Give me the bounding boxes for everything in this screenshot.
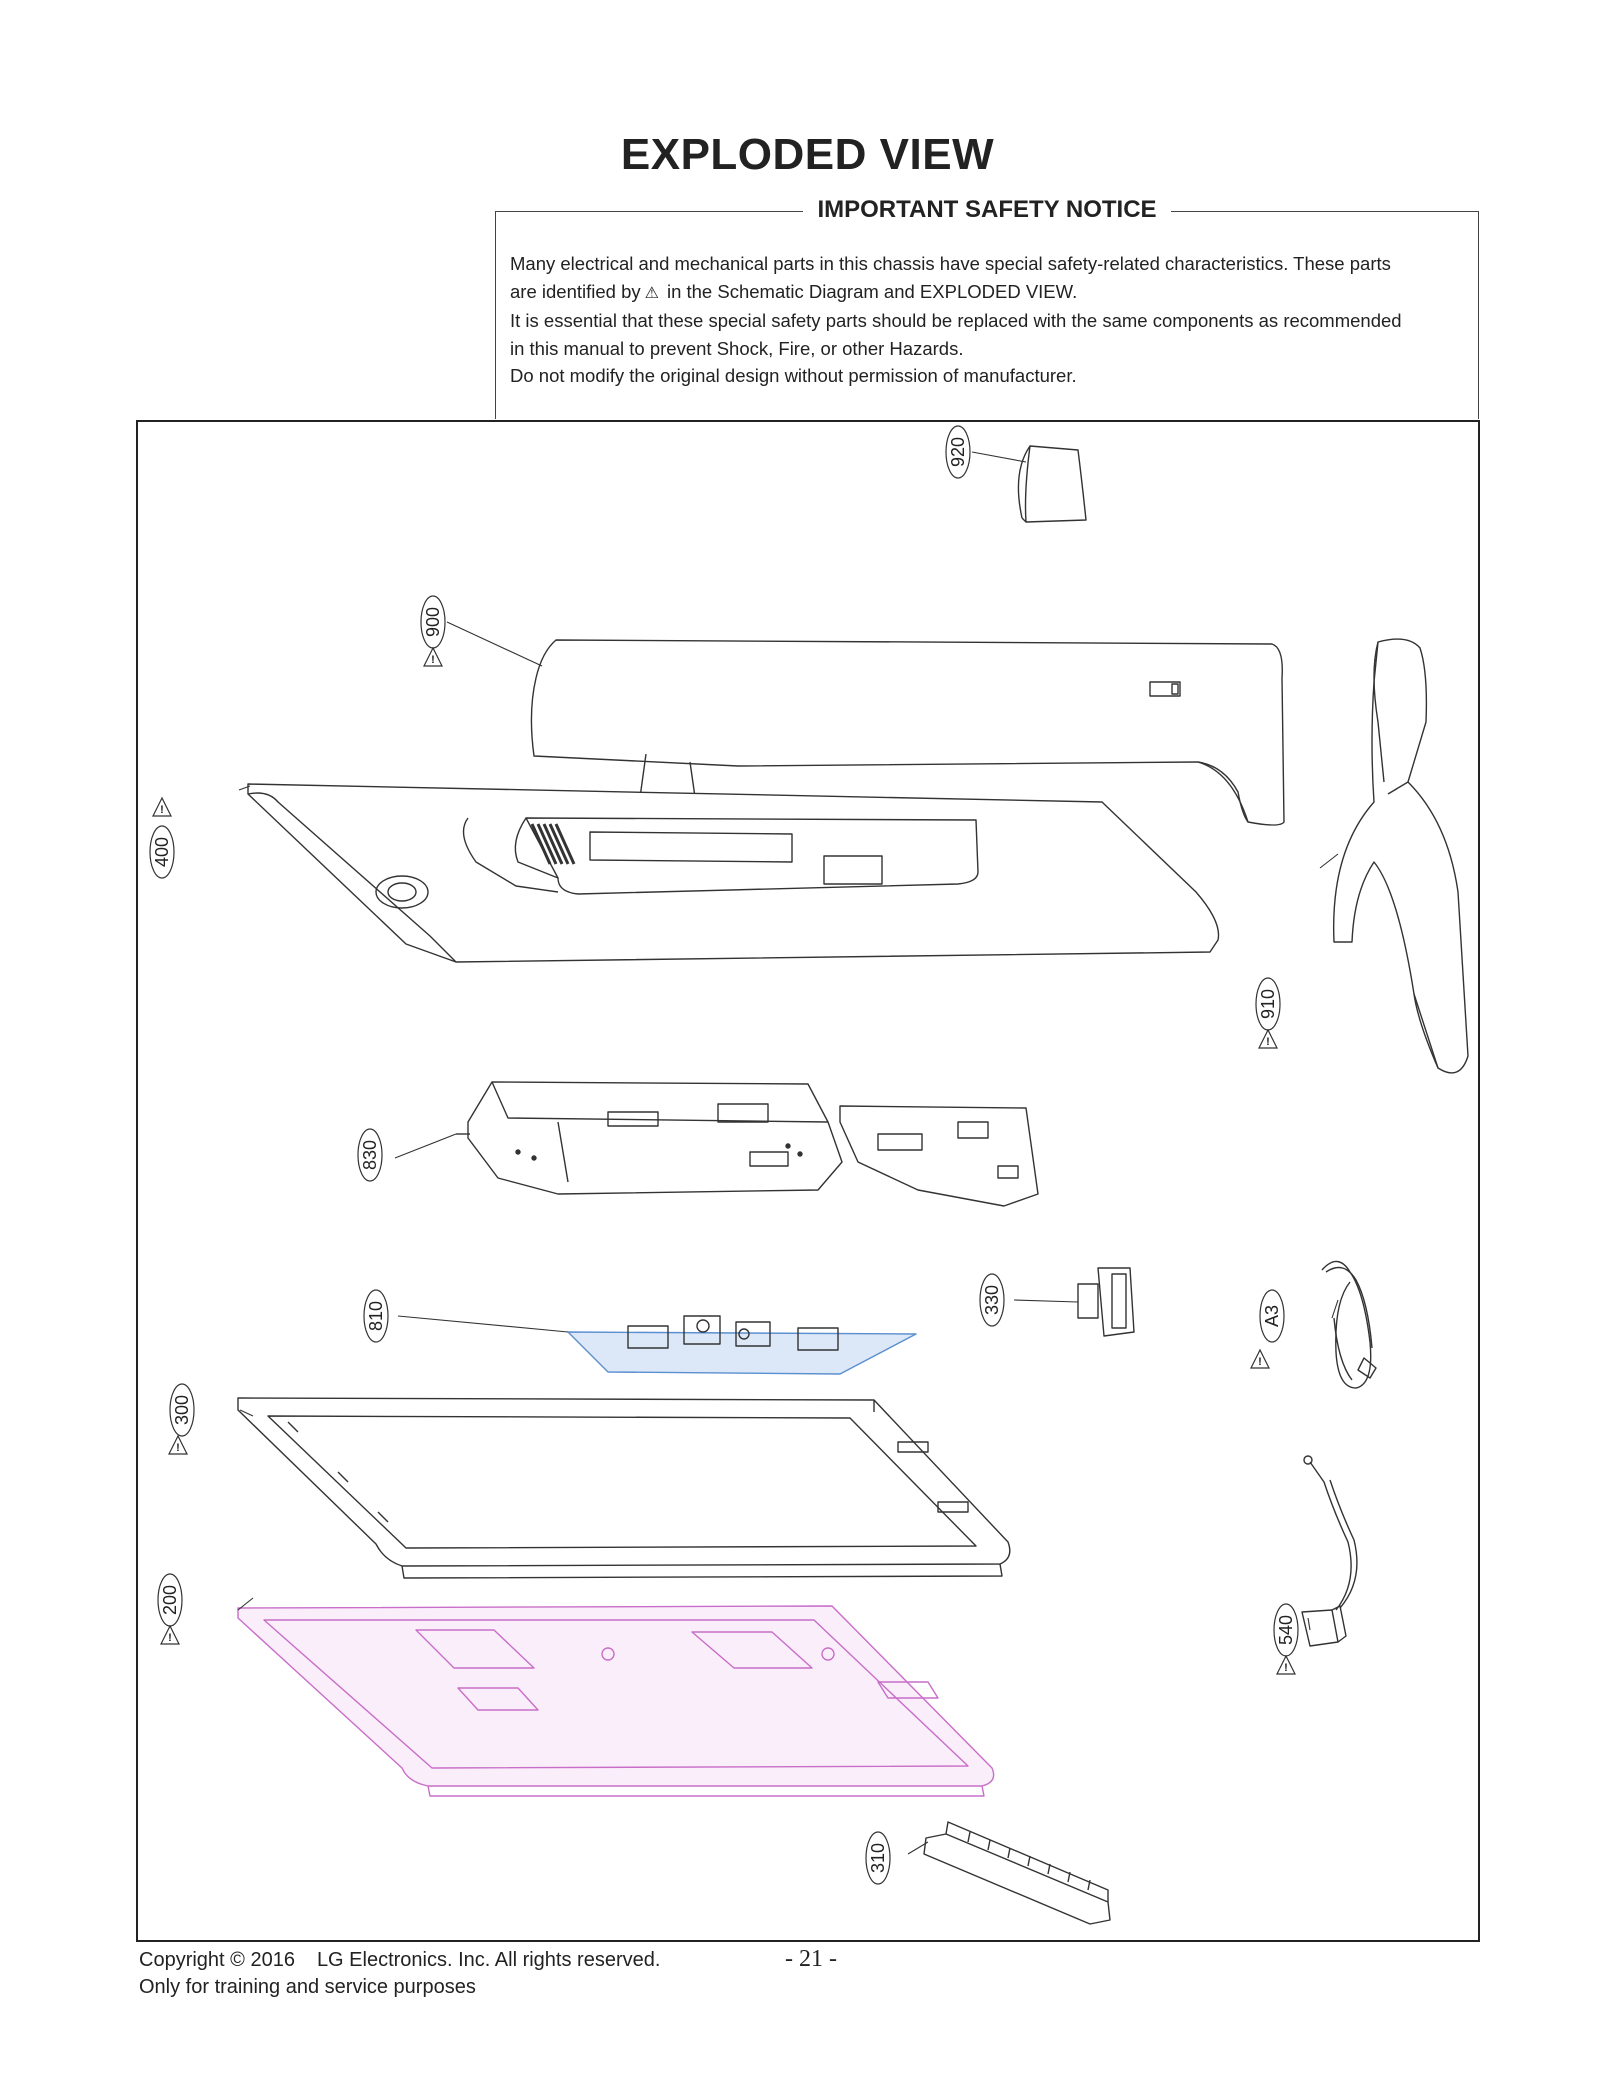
leader-300 <box>239 1409 254 1417</box>
footer-company: LG Electronics. Inc. All rights reserved… <box>316 1949 661 1971</box>
svg-text:310: 310 <box>868 1843 888 1873</box>
leader-330 <box>1013 1299 1079 1303</box>
notice-line-1: Many electrical and mechanical parts in … <box>510 253 1391 274</box>
callout-400: 400 ! <box>149 796 175 879</box>
leader-310 <box>907 1841 929 1855</box>
page-title: EXPLODED VIEW <box>620 130 995 179</box>
svg-text:830: 830 <box>360 1140 380 1170</box>
callout-330: 330 <box>979 1273 1005 1327</box>
leader-830 <box>394 1133 457 1159</box>
callout-830: 830 <box>357 1128 383 1182</box>
svg-text:400: 400 <box>152 837 172 867</box>
part-300-middle-frame <box>237 1397 1011 1579</box>
notice-line-5: Do not modify the original design withou… <box>510 365 1077 386</box>
svg-text:!: ! <box>176 1442 180 1454</box>
safety-notice-text: Many electrical and mechanical parts in … <box>510 250 1464 390</box>
part-400-back-cover <box>247 783 1220 963</box>
warning-icon: ! <box>1258 1028 1278 1049</box>
callout-300: 300 ! <box>168 1383 195 1455</box>
svg-text:!: ! <box>1266 1036 1270 1048</box>
warning-icon: ! <box>152 796 172 817</box>
svg-text:540: 540 <box>1276 1615 1296 1645</box>
callout-310: 310 <box>865 1831 891 1885</box>
warning-triangle-icon: ⚠ <box>644 284 659 302</box>
part-A3-power-cord <box>1321 1260 1377 1389</box>
notice-line-4: in this manual to prevent Shock, Fire, o… <box>510 337 964 359</box>
warning-icon: ! <box>168 1434 188 1455</box>
callout-920: 920 <box>945 425 971 479</box>
svg-text:!: ! <box>160 804 164 816</box>
svg-text:!: ! <box>431 654 435 666</box>
callout-900: 900 ! <box>420 595 446 667</box>
part-810-board <box>567 1315 917 1375</box>
part-330-connector-bracket <box>1077 1267 1135 1337</box>
callout-540: 540 ! <box>1273 1603 1299 1675</box>
footer-copyright: Copyright © 2016 <box>139 1949 295 1971</box>
leader-200 <box>237 1597 254 1611</box>
part-540-adapter <box>1301 1455 1358 1647</box>
footer: Copyright © 2016 LG Electronics. Inc. All… <box>139 1947 660 2001</box>
part-310-bracket <box>923 1821 1111 1925</box>
leader-920 <box>971 451 1027 463</box>
exploded-view-frame: 920 900 ! 400 ! 910 ! 830 330 810 <box>136 420 1480 1942</box>
leader-900 <box>446 621 543 667</box>
svg-text:920: 920 <box>948 437 968 467</box>
svg-text:900: 900 <box>423 607 443 637</box>
footer-purpose: Only for training and service purposes <box>139 1976 476 1998</box>
part-920-stand-cap <box>1017 445 1087 523</box>
svg-text:300: 300 <box>172 1395 192 1425</box>
safety-notice-box: IMPORTANT SAFETY NOTICE Many electrical … <box>495 196 1479 419</box>
svg-text:810: 810 <box>366 1301 386 1331</box>
leader-400 <box>238 785 251 791</box>
svg-text:!: ! <box>1284 1662 1288 1674</box>
footer-line-1: Copyright © 2016 LG Electronics. Inc. All… <box>139 1947 660 1974</box>
part-200-lcd-panel <box>237 1605 995 1797</box>
notice-line-2-start: are identified by <box>510 280 641 302</box>
svg-text:!: ! <box>1258 1356 1262 1368</box>
leader-540 <box>1307 1617 1311 1631</box>
svg-text:200: 200 <box>160 1585 180 1615</box>
svg-text:330: 330 <box>982 1285 1002 1315</box>
callout-810: 810 <box>363 1289 389 1343</box>
notice-line-2: are identified by⚠ in the Schematic Diagr… <box>510 278 1464 308</box>
callout-200: 200 ! <box>157 1573 183 1645</box>
exploded-view-diagram: 920 900 ! 400 ! 910 ! 830 330 810 <box>149 425 1469 1925</box>
svg-text:910: 910 <box>1258 989 1278 1019</box>
part-910-stand-base <box>1332 638 1469 1074</box>
notice-line-2-end: in the Schematic Diagram and EXPLODED VI… <box>666 280 1078 302</box>
callout-910: 910 ! <box>1255 977 1281 1049</box>
callout-A3: A3 ! <box>1250 1289 1285 1369</box>
warning-icon: ! <box>160 1624 180 1645</box>
warning-icon: ! <box>1276 1654 1296 1675</box>
warning-icon: ! <box>1250 1348 1270 1369</box>
leader-910 <box>1319 853 1339 869</box>
safety-notice-title-wrap: IMPORTANT SAFETY NOTICE <box>496 196 1478 224</box>
svg-text:A3: A3 <box>1262 1305 1282 1327</box>
svg-text:!: ! <box>168 1632 172 1644</box>
warning-icon: ! <box>423 646 443 667</box>
leader-810 <box>397 1315 569 1333</box>
page-number: - 21 - <box>785 1946 837 1972</box>
part-830-board-shield <box>456 1081 1039 1207</box>
notice-line-3: It is essential that these special safet… <box>510 310 1402 331</box>
leader-A3 <box>1331 1299 1339 1319</box>
leader-lines <box>237 451 1339 1855</box>
safety-notice-title: IMPORTANT SAFETY NOTICE <box>803 196 1171 223</box>
